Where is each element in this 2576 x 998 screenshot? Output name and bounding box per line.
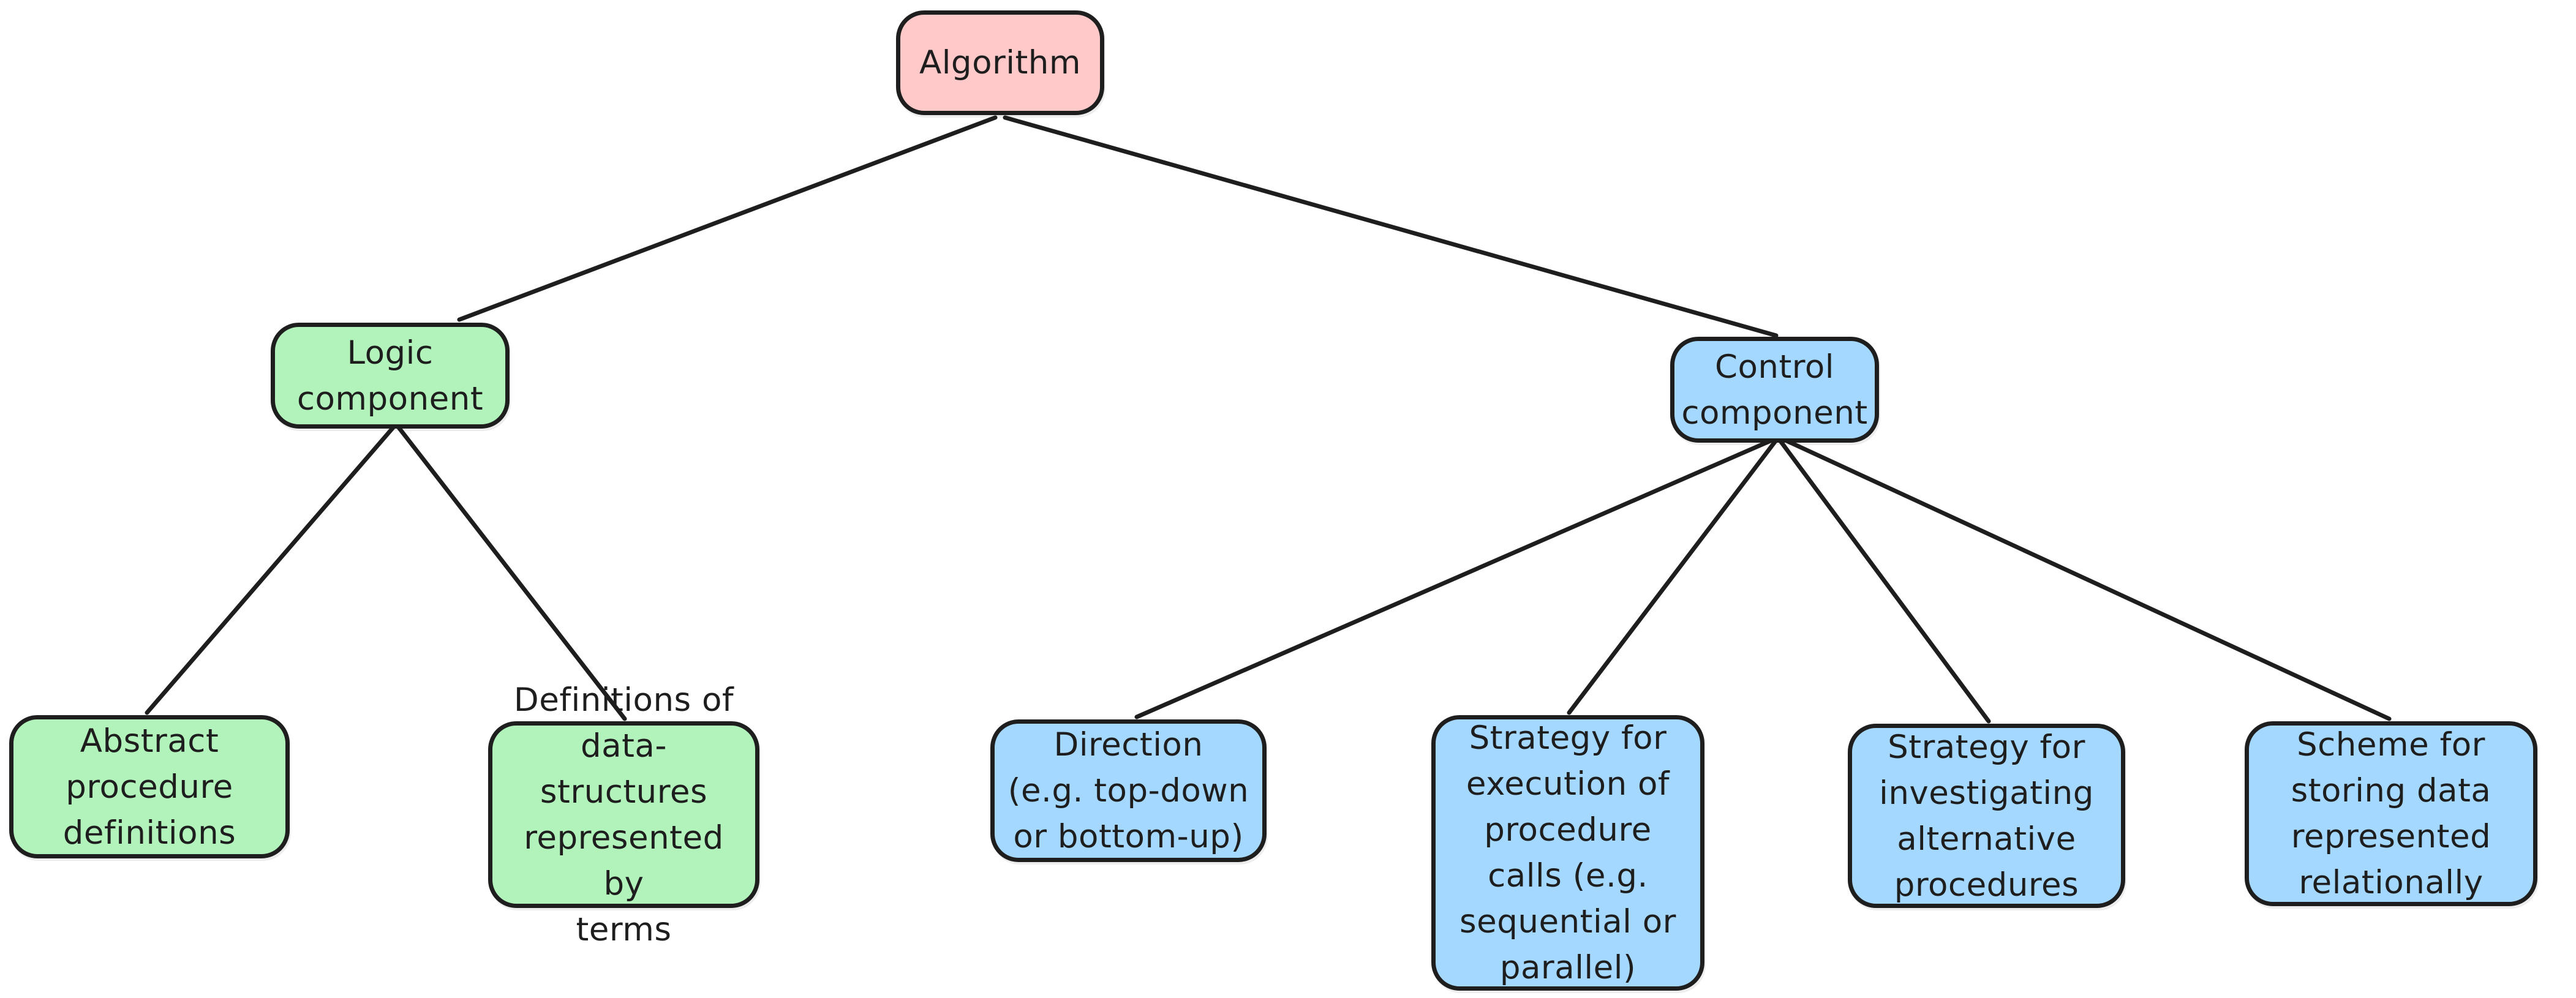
edge-logic-component-to-abstract-procedure-definitions: [145, 424, 396, 715]
node-storage-scheme: Scheme for storing data represented rela…: [2245, 721, 2537, 906]
node-label-algorithm: Algorithm: [919, 44, 1082, 81]
edge-algorithm-to-logic-component: [457, 115, 998, 322]
node-execution-strategy: Strategy for execution of procedure call…: [1431, 715, 1704, 991]
node-data-structure-definitions: Definitions of data-structures represent…: [488, 681, 759, 948]
edge-control-component-to-execution-strategy: [1567, 438, 1779, 715]
node-logic-component: Logic component: [271, 323, 510, 429]
node-label-storage-scheme: Scheme for storing data represented rela…: [2291, 726, 2491, 901]
node-algorithm: Algorithm: [896, 10, 1104, 115]
node-label-data-structure-definitions: Definitions of data-structures represent…: [513, 681, 734, 948]
node-label-direction: Direction (e.g. top-down or bottom-up): [1007, 726, 1249, 855]
edge-control-component-to-direction: [1134, 438, 1774, 719]
node-label-abstract-procedure-definitions: Abstract procedure definitions: [62, 722, 236, 852]
node-abstract-procedure-definitions: Abstract procedure definitions: [9, 715, 290, 858]
edge-control-component-to-investigation-strategy: [1777, 438, 1991, 724]
node-control-component: Control component: [1670, 337, 1879, 443]
edge-algorithm-to-control-component: [1003, 115, 1779, 338]
edge-control-component-to-storage-scheme: [1783, 438, 2392, 721]
edge-logic-component-to-data-structure-definitions: [396, 424, 627, 721]
node-label-logic-component: Logic component: [296, 334, 484, 418]
node-label-execution-strategy: Strategy for execution of procedure call…: [1459, 719, 1676, 986]
node-label-control-component: Control component: [1681, 348, 1868, 432]
node-direction: Direction (e.g. top-down or bottom-up): [990, 719, 1267, 862]
node-label-investigation-strategy: Strategy for investigating alternative p…: [1879, 728, 2094, 904]
node-investigation-strategy: Strategy for investigating alternative p…: [1848, 724, 2125, 908]
